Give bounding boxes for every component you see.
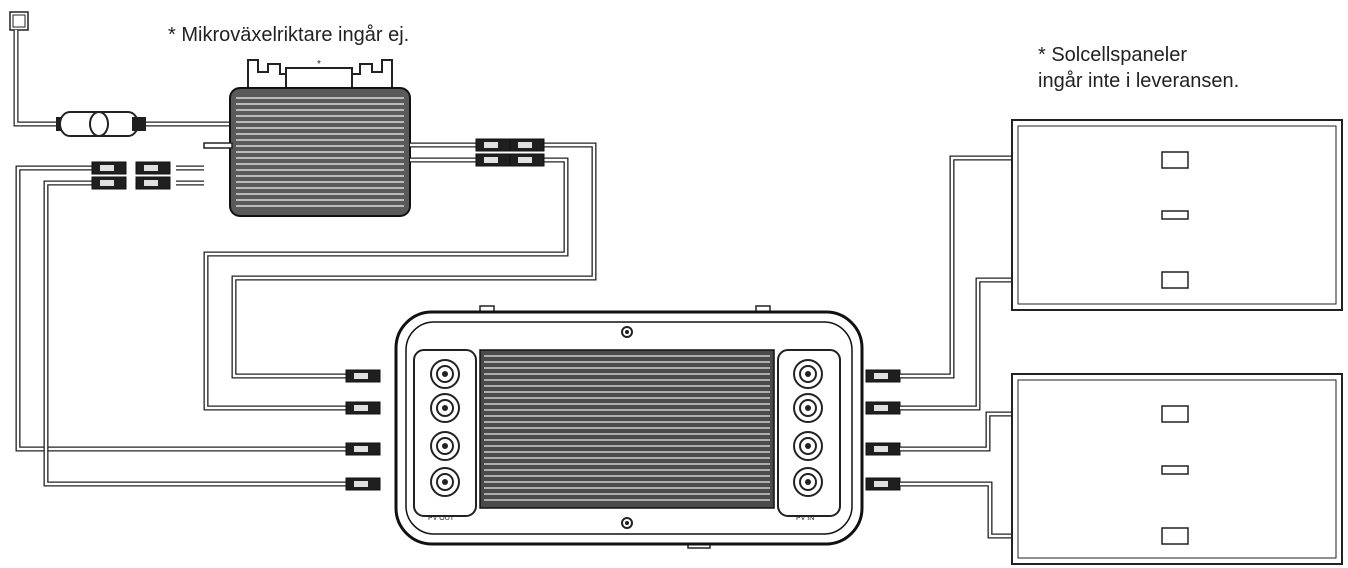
mc4-connector [135,161,171,175]
solar-panel-top [1011,119,1343,311]
pv-in-label: PV IN [796,515,814,522]
battery-unit: PV OUT PV IN [394,305,864,549]
ac-cable [13,30,232,137]
mc4-connector [865,369,901,383]
cables [15,138,1162,539]
mc4-connector [345,401,381,415]
mc4-connector [509,153,545,167]
solar-panels-note-line-2: ingår inte i leveransen. [1038,70,1240,92]
mc4-connector [509,138,545,152]
ferrite-choke [56,111,146,137]
mc4-connector [345,369,381,383]
solar-panels-note-line-1: * Solcellspaneler [1038,44,1187,66]
mc4-connector [475,153,511,167]
microinverter-note: * Mikroväxelriktare ingår ej. [168,24,410,46]
mc4-connector [91,176,127,190]
dc-cable-pv-out-4 [43,180,346,487]
solar-panel-bottom [1011,373,1343,565]
mc4-connector [865,477,901,491]
mc4-connector [345,442,381,456]
svg-text:*: * [317,59,321,70]
mc4-connector [865,442,901,456]
mc4-connector [345,477,381,491]
solar-panels-note: * Solcellspaneler ingår inte i leveranse… [1038,42,1239,94]
mc4-connector [135,176,171,190]
microinverter: * [203,59,411,217]
mc4-connector [865,401,901,415]
wall-socket [9,11,29,31]
mc4-connector [475,138,511,152]
pv-out-label: PV OUT [428,515,455,522]
mc4-connector [91,161,127,175]
